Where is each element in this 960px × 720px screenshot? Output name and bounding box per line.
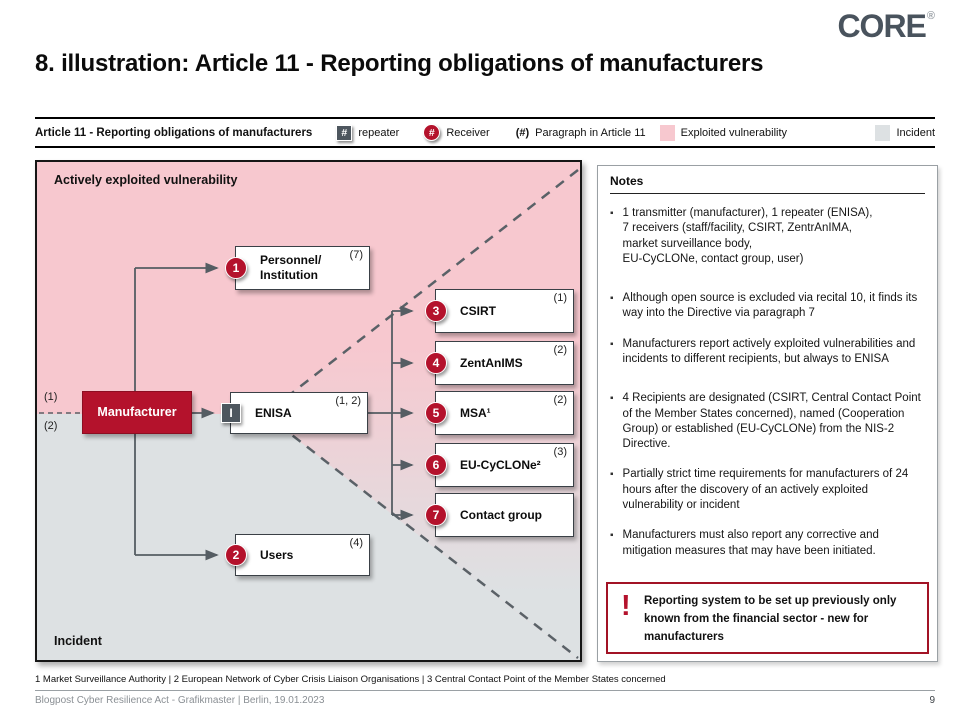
node-label: Manufacturer <box>97 404 177 419</box>
footnote: 1 Market Surveillance Authority | 2 Euro… <box>35 674 666 685</box>
core-logo: CORE® <box>837 8 935 45</box>
receiver-badge-1: 1 <box>225 257 247 279</box>
receiver-icon: # <box>423 124 441 141</box>
paragraph-ref: (2) <box>553 344 567 356</box>
legend-item-repeater: # repeater <box>336 124 400 141</box>
reporting-diagram: Actively exploited vulnerability Inciden… <box>35 160 582 662</box>
note-text: Manufacturers report actively exploited … <box>622 337 916 365</box>
legend-item-receiver: # Receiver <box>423 124 490 141</box>
receiver-badge-5: 5 <box>425 402 447 424</box>
note-bullet: Although open source is excluded via rec… <box>610 291 925 322</box>
legend-bar: Article 11 - Reporting obligations of ma… <box>35 117 935 148</box>
registered-mark: ® <box>926 10 935 22</box>
paragraph-ref: (3) <box>553 446 567 458</box>
paragraph-ref-left-1: (1) <box>44 391 58 403</box>
region-label-vulnerability: Actively exploited vulnerability <box>54 173 238 187</box>
core-logo-text: CORE <box>837 8 926 44</box>
repeater-label: repeater <box>358 126 400 139</box>
note-bullet: 4 Recipients are designated (CSIRT, Cent… <box>610 391 925 452</box>
page-number: 9 <box>929 695 935 706</box>
footer-divider <box>35 690 935 691</box>
node-contact-group: 7 Contact group <box>425 493 574 537</box>
paragraph-ref: (4) <box>349 537 363 549</box>
node-zentanims: 4 ZentAnIMS (2) <box>425 341 574 385</box>
node-label: EU-CyCLONe² <box>460 457 541 472</box>
paragraph-symbol: (#) <box>515 126 530 139</box>
warning-text: Reporting system to be set up previously… <box>644 595 897 643</box>
note-bullet: Manufacturers must also report any corre… <box>610 528 925 559</box>
note-bullet: Manufacturers report actively exploited … <box>610 337 925 368</box>
node-label: Users <box>260 547 294 562</box>
vulnerability-swatch <box>659 124 675 141</box>
legend-item-paragraph: (#) Paragraph in Article 11 <box>516 127 646 139</box>
receiver-badge-3: 3 <box>425 300 447 322</box>
paragraph-ref-left-2: (2) <box>44 420 58 432</box>
note-bullet: Partially strict time requirements for m… <box>610 467 925 513</box>
notes-title: Notes <box>610 174 644 188</box>
node-msa: 5 MSA¹ (2) <box>425 391 574 435</box>
node-label: Personnel/ Institution <box>260 253 322 282</box>
paragraph-label: Paragraph in Article 11 <box>535 126 646 139</box>
receiver-badge-4: 4 <box>425 352 447 374</box>
node-label: Contact group <box>460 507 542 522</box>
node-csirt: 3 CSIRT (1) <box>425 289 574 333</box>
note-text: Manufacturers must also report any corre… <box>622 529 879 557</box>
footer-bar: Blogpost Cyber Resilience Act - Grafikma… <box>35 695 935 706</box>
note-text: Partially strict time requirements for m… <box>622 468 909 511</box>
note-text: Although open source is excluded via rec… <box>622 292 918 320</box>
node-label: ZentAnIMS <box>460 355 523 370</box>
paragraph-ref: (1) <box>553 292 567 304</box>
incident-label: Incident <box>896 126 935 139</box>
note-bullet: 1 transmitter (manufacturer), 1 repeater… <box>610 206 925 267</box>
paragraph-ref: (7) <box>349 249 363 261</box>
node-enisa: I ENISA (1, 2) <box>221 392 368 434</box>
notes-panel: Notes 1 transmitter (manufacturer), 1 re… <box>597 165 938 662</box>
node-label: CSIRT <box>460 303 496 318</box>
paragraph-ref: (1, 2) <box>335 395 361 407</box>
node-label: ENISA <box>255 405 292 420</box>
exclamation-icon: ! <box>621 590 631 622</box>
page-title: 8. illustration: Article 11 - Reporting … <box>35 50 764 77</box>
warning-callout: ! Reporting system to be set up previous… <box>606 582 929 654</box>
incident-swatch <box>875 124 891 141</box>
receiver-badge-6: 6 <box>425 454 447 476</box>
node-manufacturer: Manufacturer <box>82 391 192 434</box>
receiver-badge-2: 2 <box>225 544 247 566</box>
vulnerability-label: Exploited vulnerability <box>680 126 788 139</box>
region-label-incident: Incident <box>54 634 102 648</box>
node-users: 2 Users (4) <box>225 534 370 576</box>
legend-title: Article 11 - Reporting obligations of ma… <box>35 126 313 139</box>
footer-source: Blogpost Cyber Resilience Act - Grafikma… <box>35 695 325 706</box>
node-personnel-institution: 1 Personnel/ Institution (7) <box>225 246 370 290</box>
receiver-label: Receiver <box>446 126 490 139</box>
paragraph-ref: (2) <box>553 394 567 406</box>
note-text: 1 transmitter (manufacturer), 1 repeater… <box>622 207 873 265</box>
notes-title-rule <box>610 193 925 194</box>
node-eu-cyclone: 6 EU-CyCLONe² (3) <box>425 443 574 487</box>
note-text: 4 Recipients are designated (CSIRT, Cent… <box>622 392 921 451</box>
legend-item-incident: Incident <box>875 124 935 141</box>
repeater-icon: # <box>336 124 353 141</box>
receiver-badge-7: 7 <box>425 504 447 526</box>
legend-item-vulnerability: Exploited vulnerability <box>659 124 788 141</box>
repeater-badge: I <box>221 403 241 423</box>
node-label: MSA¹ <box>460 405 491 420</box>
